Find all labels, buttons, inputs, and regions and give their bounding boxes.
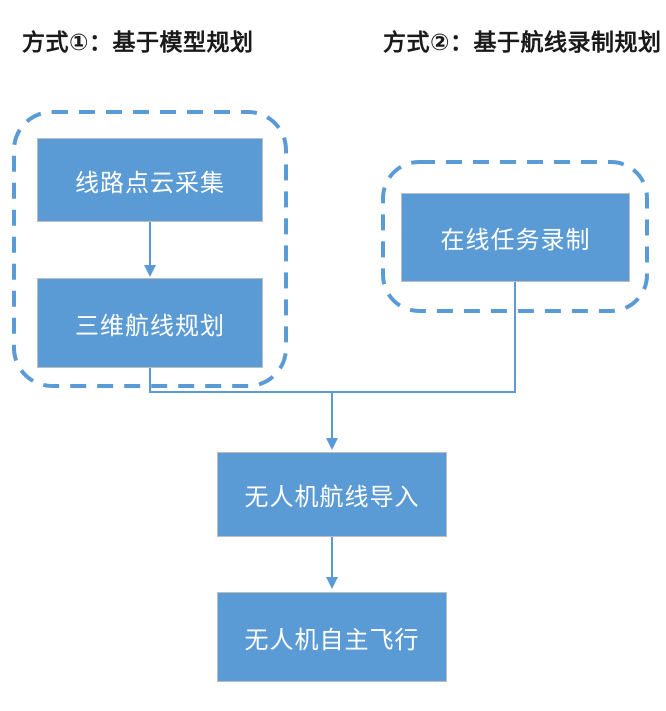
node-route-3d-label: 三维航线规划: [75, 312, 225, 340]
arrowhead-auto-flight-icon: [326, 577, 338, 589]
node-3d-route-planning: 三维航线规划: [37, 278, 263, 368]
arrowhead-route-import-icon: [326, 438, 338, 450]
method2-title: 方式②：基于航线录制规划: [383, 29, 662, 55]
node-route-import-label: 无人机航线导入: [244, 484, 420, 511]
node-auto-flight-label: 无人机自主飞行: [244, 626, 420, 654]
node-uav-route-import: 无人机航线导入: [217, 452, 447, 537]
node-uav-autonomous-flight: 无人机自主飞行: [217, 592, 447, 682]
method2-group-outline: [381, 160, 649, 313]
node-point-cloud-label: 线路点云采集: [75, 169, 225, 197]
node-online-record-label: 在线任务录制: [440, 227, 591, 254]
method1-group-outline: [12, 110, 288, 388]
node-point-cloud-collection: 线路点云采集: [37, 138, 263, 222]
method1-title: 方式①：基于模型规划: [22, 29, 254, 55]
arrowhead-route3d-icon: [144, 265, 156, 277]
node-online-task-recording: 在线任务录制: [401, 193, 630, 282]
